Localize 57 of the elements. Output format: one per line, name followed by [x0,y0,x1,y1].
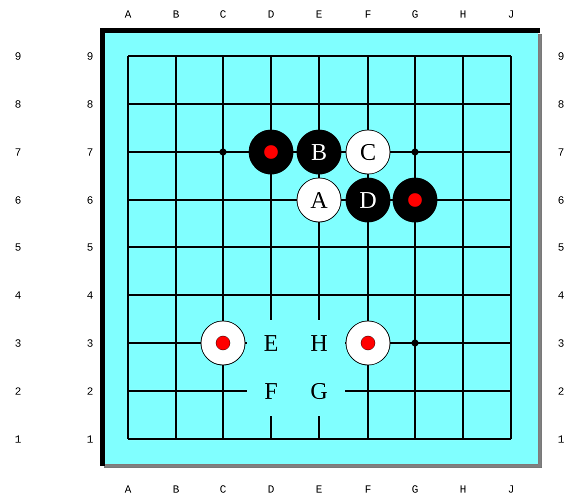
marked-stone [248,130,294,174]
coordinate-label: J [508,10,513,18]
coordinate-label: 3 [558,339,564,347]
coordinate-label: 9 [87,52,93,60]
marked-stone [392,178,438,222]
coordinate-label: 1 [88,435,93,443]
coordinate-label: 4 [87,291,93,299]
coordinate-label: 6 [558,196,564,204]
coordinate-label: 6 [88,196,93,204]
coordinate-label: 6 [16,196,21,204]
marked-stone [200,320,246,366]
coordinate-label: D [268,485,274,493]
coordinate-label: 8 [558,100,564,108]
coordinate-label: 2 [87,387,93,395]
coordinate-label: 2 [558,387,564,395]
coordinate-label: 1 [558,435,564,443]
coordinate-label: A [124,485,132,493]
coordinate-label: 4 [558,291,564,299]
coordinate-label: F [366,485,371,493]
coordinate-label: F [366,10,371,18]
coordinate-label: B [174,485,179,493]
coordinate-label: 7 [558,148,564,156]
coordinate-label: 5 [87,243,93,251]
coordinate-label: 3 [15,339,21,347]
coordinate-label: 7 [16,148,20,156]
coordinate-label: H [460,10,466,18]
coordinate-label: C [220,10,226,18]
coordinate-label: 4 [15,291,21,299]
coordinate-label: D [268,10,274,18]
coordinate-label: A [124,10,132,18]
coordinate-label: H [460,485,466,493]
point-letter: H [311,335,327,351]
point-letter: F [265,383,277,399]
marked-stone [346,320,390,366]
coordinate-label: 5 [15,243,21,251]
coordinate-label: G [412,485,418,493]
coordinate-label: 7 [88,148,92,156]
lettered-stone: B [296,130,342,174]
lettered-stone: D [346,178,390,222]
lettered-stone: C [346,130,390,174]
coordinate-label: 9 [15,52,21,60]
coordinate-label: 9 [558,52,564,60]
point-letter: G [311,382,327,400]
coordinate-label: G [412,10,418,18]
coordinate-label: 8 [87,100,93,108]
coordinate-label: B [174,10,179,18]
coordinate-label: 3 [87,339,93,347]
coordinate-label: 2 [15,387,21,395]
coordinate-label: E [316,10,322,18]
coordinate-label: C [220,485,226,493]
point-letter: E [264,335,278,351]
coordinate-label: E [316,485,322,493]
lettered-stone: A [296,178,342,222]
coordinate-label: 8 [15,100,21,108]
coordinate-label: 5 [558,243,564,251]
coordinate-label: 1 [16,435,21,443]
coordinate-label: J [508,485,513,493]
